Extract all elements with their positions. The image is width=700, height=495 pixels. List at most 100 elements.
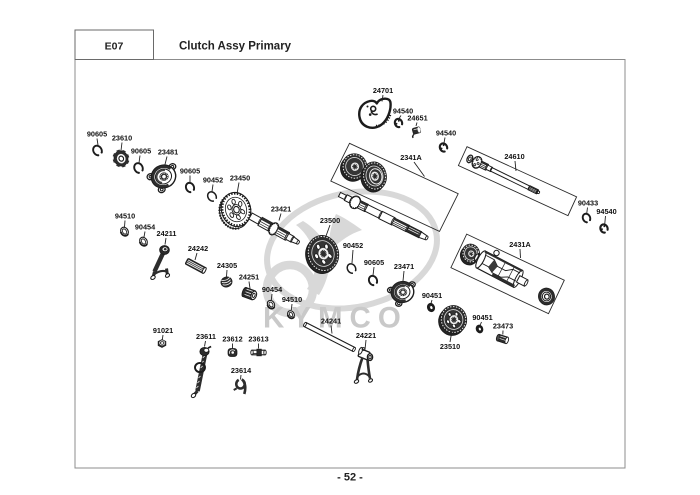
spindle-24610 — [466, 154, 541, 195]
leader-line-90433 — [586, 207, 588, 214]
leader-line-23611 — [204, 340, 206, 347]
part-label-2341A: 2341A — [400, 153, 422, 162]
washer-90451-1 — [426, 302, 436, 313]
shiftdrum-2431A — [474, 250, 529, 289]
leader-line-2431A — [519, 248, 521, 259]
eclip-94540-2 — [438, 142, 449, 153]
leader-line-94510 — [290, 303, 293, 311]
washer-90454-1 — [138, 236, 148, 247]
leader-line-90605 — [96, 138, 99, 146]
part-label-24241: 24241 — [321, 317, 341, 326]
part-label-90451: 90451 — [472, 313, 492, 322]
leader-line-94540 — [443, 137, 446, 144]
leader-line-94540 — [398, 115, 402, 119]
leader-line-90451 — [479, 321, 482, 326]
block-23612 — [227, 348, 238, 357]
part-label-24701: 24701 — [373, 86, 393, 95]
section-code-box — [74, 29, 154, 60]
leader-line-24211 — [164, 237, 167, 245]
leader-line-24241 — [330, 325, 333, 334]
part-label-90451: 90451 — [422, 291, 442, 300]
part-label-90454: 90454 — [262, 285, 283, 294]
washer-90451-2 — [475, 324, 484, 334]
leader-line-24651 — [415, 122, 418, 127]
plate-23471 — [386, 280, 416, 307]
gear-2341A-2 — [360, 161, 387, 193]
shiftarm-23611 — [190, 345, 212, 399]
gear-23510 — [438, 305, 468, 336]
spring-24305 — [220, 276, 233, 288]
part-label-24211: 24211 — [157, 229, 177, 238]
pawl-24651 — [411, 126, 422, 139]
circlip-90605-4 — [367, 274, 379, 287]
part-label-91021: 91021 — [153, 326, 173, 335]
leader-line-90454 — [143, 231, 146, 238]
part-label-90452: 90452 — [203, 176, 223, 185]
leader-line-90605 — [372, 266, 375, 276]
leader-line-91021 — [161, 334, 164, 340]
part-label-24305: 24305 — [217, 261, 237, 270]
leader-line-24221 — [364, 339, 367, 350]
part-label-24251: 24251 — [239, 273, 259, 282]
part-label-94510: 94510 — [115, 212, 135, 221]
circlip-90452-2 — [346, 263, 357, 274]
circlip-90605-3 — [184, 181, 196, 194]
plate-23481 — [146, 163, 177, 194]
part-label-24221: 24221 — [356, 331, 376, 340]
leader-line-23421 — [278, 213, 282, 221]
leader-line-24610 — [514, 160, 517, 172]
part-label-24242: 24242 — [188, 244, 208, 253]
circlip-90605-1 — [92, 144, 103, 157]
leader-line-23610 — [120, 142, 123, 151]
page-number: - 52 - — [337, 472, 363, 484]
part-label-23510: 23510 — [440, 342, 460, 351]
gear-2431A — [459, 243, 480, 266]
bearing-2431A — [538, 287, 555, 306]
part-label-24651: 24651 — [407, 114, 427, 123]
part-label-23614: 23614 — [231, 366, 252, 375]
part-label-94540: 94540 — [393, 107, 413, 116]
leader-line-90452 — [211, 184, 214, 192]
part-label-23612: 23612 — [222, 335, 242, 344]
spring-23614 — [233, 378, 247, 395]
leader-line-23614 — [240, 374, 242, 380]
pin-24242 — [185, 258, 207, 274]
circlip-90605-2 — [133, 162, 144, 174]
part-label-23471: 23471 — [394, 262, 414, 271]
part-label-24610: 24610 — [504, 152, 524, 161]
eclip-94540-1 — [393, 117, 404, 129]
collar-23473 — [495, 333, 510, 345]
fork-24211 — [150, 245, 171, 281]
leader-line-24305 — [226, 269, 228, 277]
part-label-90433: 90433 — [578, 199, 598, 208]
leader-line-90451 — [430, 299, 433, 304]
part-label-90605: 90605 — [364, 258, 384, 267]
part-label-23450: 23450 — [230, 174, 250, 183]
part-label-94540: 94540 — [436, 129, 456, 138]
part-label-23610: 23610 — [112, 134, 132, 143]
leader-line-90454 — [270, 293, 273, 301]
leader-line-90452 — [351, 249, 354, 264]
rod-24241 — [303, 321, 356, 353]
bolt-23613 — [250, 348, 267, 357]
leader-line-94510 — [124, 220, 126, 228]
watermark-text: KYMCO — [263, 302, 408, 335]
part-label-90605: 90605 — [180, 167, 200, 176]
mainshaft-2341A — [337, 191, 429, 241]
leader-lines — [96, 94, 606, 380]
leader-line-23481 — [164, 156, 168, 165]
part-label-23481: 23481 — [158, 148, 178, 157]
washer-90454-2 — [266, 299, 276, 310]
gear-23450 — [218, 191, 252, 230]
pinion-24251 — [241, 286, 258, 301]
section-code: E07 — [105, 41, 124, 53]
part-label-23421: 23421 — [271, 205, 291, 214]
circlip-90452-1 — [206, 191, 218, 202]
spindle-24610-shaft — [471, 156, 541, 195]
part-label-23611: 23611 — [196, 332, 216, 341]
part-label-2431A: 2431A — [509, 240, 531, 249]
leader-line-23471 — [402, 270, 405, 282]
circlip-90433 — [581, 212, 592, 224]
